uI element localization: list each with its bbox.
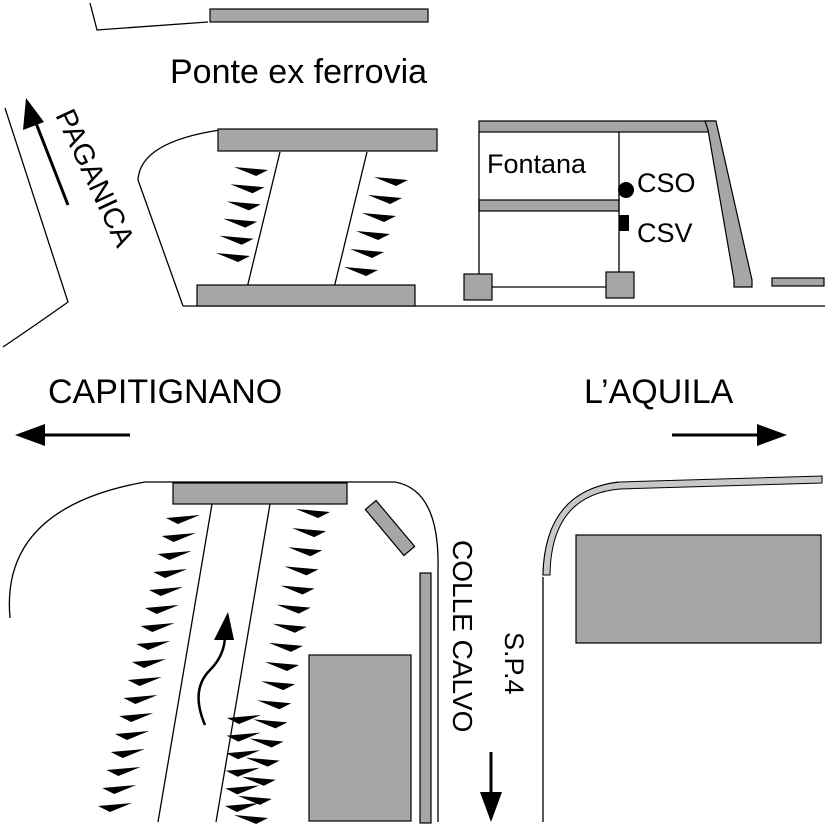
parking-stall-marker-icon — [102, 785, 137, 794]
parking-stall-marker-icon — [132, 659, 166, 668]
parking-stall-marker-icon — [226, 750, 261, 760]
parking-stall-marker-icon — [157, 551, 192, 560]
colle-calvo-wall — [419, 572, 432, 824]
diagonal-block — [364, 499, 416, 557]
parking-stall-marker-icon — [350, 249, 384, 258]
fontana-frame — [478, 132, 620, 288]
parking-stall-marker-icon — [166, 515, 200, 524]
csv-label: CSV — [637, 218, 693, 248]
arrow-parking-entry-icon — [197, 612, 234, 726]
parking-stall-marker-icon — [149, 587, 183, 596]
east-curb — [542, 475, 823, 576]
parking-markers — [98, 167, 408, 824]
cso-icon — [618, 182, 634, 198]
parking-stall-marker-icon — [257, 700, 292, 710]
parking-stall-marker-icon — [272, 623, 307, 633]
fontana-east-wall — [704, 120, 753, 288]
parking-stall-marker-icon — [219, 235, 254, 245]
csv-icon — [619, 215, 629, 231]
parking-stall-marker-icon — [265, 662, 299, 671]
parking-stall-marker-icon — [115, 731, 149, 740]
parking-stall-marker-icon — [368, 195, 402, 204]
parking-stall-marker-icon — [98, 803, 132, 812]
parking-stall-marker-icon — [344, 267, 378, 276]
parking-stall-marker-icon — [136, 641, 171, 650]
bridge-south-deck — [196, 284, 416, 307]
parking-stall-marker-icon — [123, 695, 158, 704]
fontana-label: Fontana — [487, 149, 587, 179]
fontana-roof-top — [478, 120, 716, 133]
parking-stall-marker-icon — [144, 605, 179, 614]
bridge-label: Ponte ex ferrovia — [170, 53, 427, 91]
parking-stall-marker-icon — [225, 785, 260, 795]
parking-stall-marker-icon — [356, 231, 390, 240]
buildings — [172, 8, 825, 824]
parking-stall-marker-icon — [261, 681, 296, 691]
laquila-label: L’AQUILA — [584, 373, 734, 411]
parking-stall-marker-icon — [245, 757, 280, 767]
parking-stall-marker-icon — [225, 803, 259, 812]
parking-stall-marker-icon — [234, 167, 268, 176]
parking-stall-marker-icon — [110, 749, 145, 758]
road-north-curve — [137, 129, 221, 307]
parking-stall-marker-icon — [226, 201, 261, 211]
arrow-capitignano-icon — [15, 424, 130, 446]
parking-stall-marker-icon — [140, 623, 175, 632]
parking-stall-marker-icon — [226, 732, 261, 742]
arrow-paganica-icon — [23, 98, 70, 206]
parking-stall-marker-icon — [227, 715, 261, 724]
parking-stall-marker-icon — [230, 184, 265, 194]
paganica-label: PAGANICA — [49, 104, 141, 252]
colle-calvo-label: COLLE CALVO — [447, 540, 478, 732]
parking-stall-marker-icon — [288, 547, 323, 557]
arrow-laquila-icon — [672, 424, 787, 446]
bridge-north-deck — [217, 128, 438, 152]
parking-stall-marker-icon — [296, 509, 330, 518]
fontana-pillar-right — [605, 271, 635, 299]
parking-stall-marker-icon — [216, 253, 250, 262]
direction-arrows — [15, 98, 787, 822]
fontana-pillar-left — [463, 273, 493, 301]
capitignano-label: CAPITIGNANO — [48, 373, 282, 411]
parking-stall-marker-icon — [292, 528, 327, 538]
parking-stall-marker-icon — [276, 604, 311, 614]
parking-stall-marker-icon — [280, 585, 315, 595]
parking-stall-marker-icon — [362, 213, 396, 222]
cso-label: CSO — [637, 168, 696, 198]
parking-stall-marker-icon — [284, 566, 319, 576]
arrow-colle-calvo-icon — [480, 752, 502, 822]
parking-stall-marker-icon — [237, 795, 272, 805]
parking-stall-marker-icon — [241, 776, 276, 786]
parking-stall-marker-icon — [119, 713, 154, 722]
road-top-left-edge — [89, 2, 209, 31]
parking-lane-1 — [157, 503, 213, 823]
parking-top-line-2 — [333, 151, 368, 289]
small-strip-east — [771, 277, 825, 287]
parking-stall-marker-icon — [161, 533, 196, 542]
fontana-roof-mid — [478, 199, 620, 212]
parking-top-shelter — [172, 482, 348, 505]
parking-stall-marker-icon — [268, 642, 303, 652]
parking-stall-marker-icon — [106, 767, 141, 776]
parking-stall-marker-icon — [223, 218, 258, 228]
sp4-label: S.P.4 — [499, 632, 529, 695]
parking-stall-marker-icon — [253, 719, 288, 729]
parking-stall-marker-icon — [249, 738, 284, 748]
building-east — [575, 534, 822, 644]
parking-stall-marker-icon — [153, 569, 188, 578]
parking-top-line-1 — [246, 151, 281, 289]
building-south — [308, 654, 412, 822]
parking-stall-marker-icon — [127, 677, 162, 686]
parking-stall-marker-icon — [225, 767, 260, 777]
road-paganica-outer-edge — [2, 107, 69, 348]
road-south-west-curve — [8, 481, 439, 822]
parking-stall-marker-icon — [234, 815, 268, 824]
parking-lane-2 — [215, 503, 271, 823]
building-top-strip — [209, 8, 429, 23]
parking-stall-marker-icon — [374, 177, 408, 186]
